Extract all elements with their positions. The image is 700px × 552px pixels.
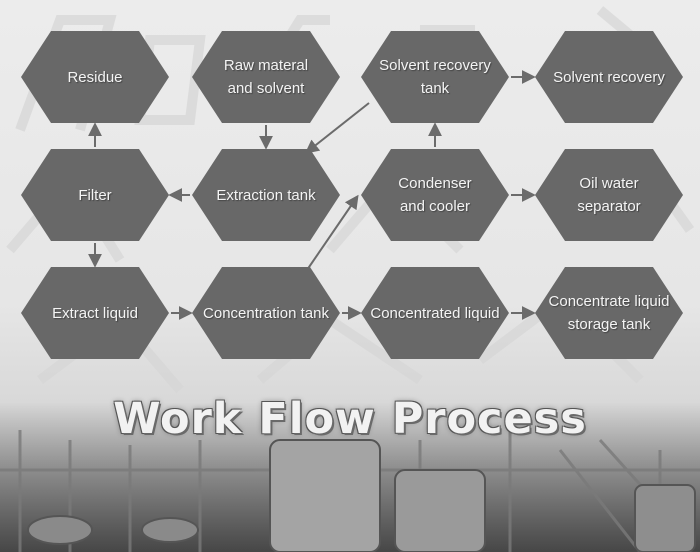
node-label: Extract liquid	[52, 304, 138, 322]
node-label: Solvent recovery	[553, 68, 665, 86]
node-solvent-tank: Solvent recovery tank	[361, 31, 509, 123]
hexagon-shape	[361, 31, 509, 123]
node-condenser: Condenser and cooler	[361, 149, 509, 241]
hexagon-shape	[192, 267, 340, 359]
node-label: Oil water separator	[577, 175, 641, 215]
node-concentrated-liquid: Concentrated liquid	[361, 267, 509, 359]
node-label: Concentration tank	[203, 304, 329, 322]
hexagon-shape	[21, 31, 169, 123]
node-label: Concentrate liquid storage tank	[548, 293, 670, 333]
hexagon-shape	[535, 31, 683, 123]
node-extraction: Extraction tank	[192, 149, 340, 241]
node-label: Concentrated liquid	[370, 304, 500, 322]
node-oil-water: Oil water separator	[535, 149, 683, 241]
hexagon-shape	[21, 149, 169, 241]
diagram-title: Work Flow Process	[113, 394, 587, 444]
node-label: Filter	[78, 186, 112, 204]
node-concentration: Concentration tank	[192, 267, 340, 359]
node-solvent-recovery: Solvent recovery	[535, 31, 683, 123]
node-label: Solvent recovery tank	[379, 57, 491, 97]
hexagon-shape	[535, 267, 683, 359]
node-raw: Raw materal and solvent	[192, 31, 340, 123]
hexagon-shape	[192, 149, 340, 241]
arrow-concentration-to-condenser	[306, 194, 359, 271]
arrow-solvent-tank-to-extraction	[304, 102, 370, 154]
hexagon-shape	[21, 267, 169, 359]
node-label: Residue	[67, 68, 123, 86]
node-label: Raw materal and solvent	[223, 57, 309, 97]
node-label: Extraction tank	[216, 186, 316, 204]
hexagon-shape	[535, 149, 683, 241]
node-extract-liquid: Extract liquid	[21, 267, 169, 359]
node-filter: Filter	[21, 149, 169, 241]
node-storage: Concentrate liquid storage tank	[535, 267, 683, 359]
hexagon-shape	[192, 31, 340, 123]
hexagon-shape	[361, 267, 509, 359]
node-residue: Residue	[21, 31, 169, 123]
node-label: Condenser and cooler	[398, 175, 472, 215]
hexagon-shape	[361, 149, 509, 241]
